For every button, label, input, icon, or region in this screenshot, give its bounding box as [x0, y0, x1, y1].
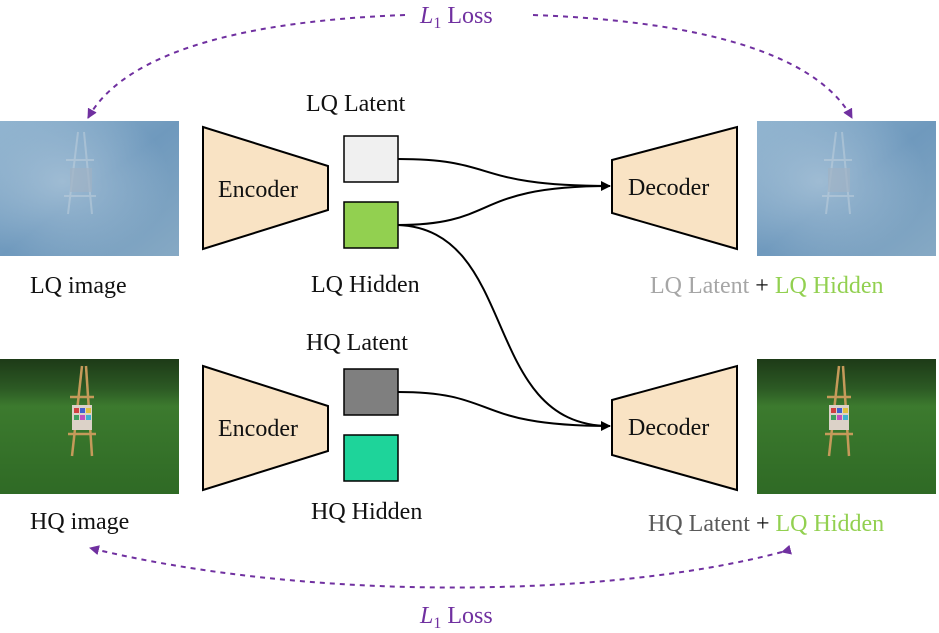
loss-word: Loss	[447, 603, 493, 629]
top-output-plus: +	[755, 273, 769, 299]
decoder-top-label: Decoder	[628, 175, 710, 201]
hq-reconstruction-image	[757, 359, 936, 494]
encoder-top-label: Encoder	[218, 177, 298, 203]
lq-image-label: LQ image	[30, 273, 127, 299]
lq-latent-box	[343, 135, 399, 183]
bottom-output-label: HQ Latent + LQ Hidden	[648, 512, 884, 536]
bottom-output-hidden: LQ Hidden	[775, 511, 885, 537]
lq-latent-label: LQ Latent	[306, 91, 406, 117]
bottom-output-latent: HQ Latent	[648, 511, 750, 537]
hq-latent-label: HQ Latent	[306, 330, 408, 356]
loss-word: Loss	[447, 3, 493, 29]
hq-hidden-label: HQ Hidden	[311, 499, 423, 525]
loss-subscript: 1	[433, 15, 442, 32]
lq-hidden-label: LQ Hidden	[311, 272, 420, 298]
encoder-bottom-block	[202, 364, 329, 492]
top-output-label: LQ Latent + LQ Hidden	[650, 274, 884, 298]
hq-latent-to-bottom-decoder	[397, 391, 611, 427]
lq-hidden-to-bottom-decoder	[397, 224, 611, 431]
hq-hidden-box	[343, 434, 399, 482]
encoder-bottom-label: Encoder	[218, 416, 298, 442]
bottom-output-plus: +	[755, 511, 770, 537]
encoder-top-block	[202, 125, 329, 251]
decoder-bottom-label: Decoder	[628, 415, 710, 441]
top-output-hidden: LQ Hidden	[774, 273, 884, 299]
hq-latent-box	[343, 368, 399, 416]
hq-image-label: HQ image	[30, 509, 130, 535]
decoder-bottom-block	[611, 364, 738, 492]
decoder-top-block	[611, 125, 738, 251]
lq-reconstruction-image	[757, 121, 936, 256]
loss-subscript: 1	[433, 615, 442, 632]
top-loss-label: L1 Loss	[420, 4, 493, 32]
hq-image	[0, 359, 179, 494]
loss-symbol: L	[420, 603, 434, 629]
bottom-loss-arc	[89, 544, 792, 589]
lq-hidden-box	[343, 201, 399, 249]
top-loss-arc-right	[532, 14, 853, 119]
lq-latent-to-top-decoder	[397, 158, 611, 191]
loss-symbol: L	[420, 3, 434, 29]
lq-hidden-to-top-decoder	[397, 185, 611, 226]
bottom-loss-label: L1 Loss	[420, 604, 493, 632]
top-output-latent: LQ Latent	[650, 273, 750, 299]
lq-image	[0, 121, 179, 256]
